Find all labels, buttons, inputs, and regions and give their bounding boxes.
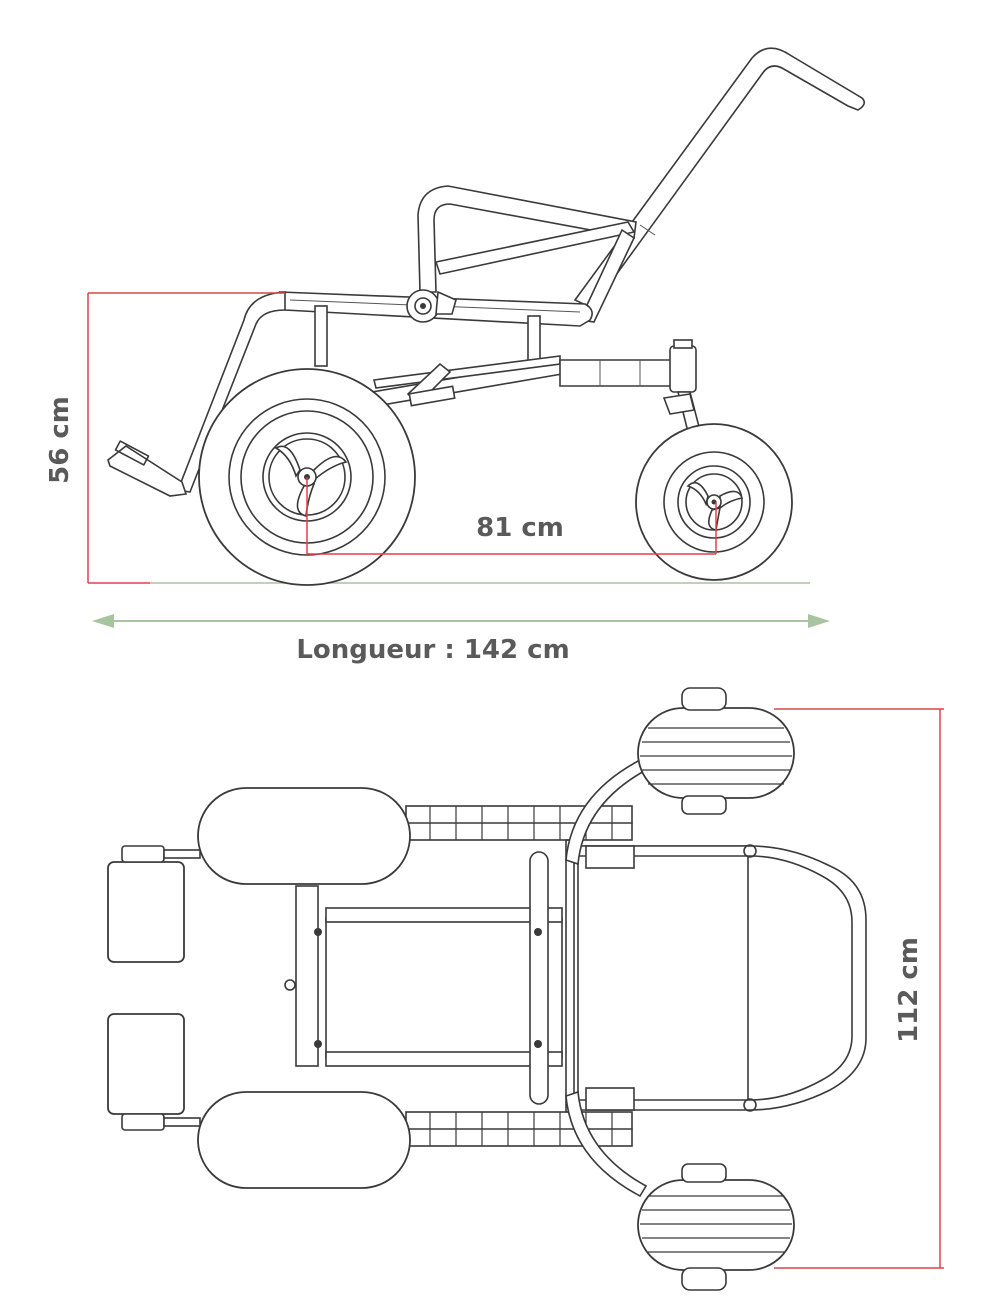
height-label: 56 cm bbox=[45, 396, 75, 484]
front-wheel-side bbox=[635, 423, 793, 581]
top-view: 112 cm bbox=[107, 687, 944, 1291]
top-frame-rails bbox=[405, 805, 633, 1147]
armrest-frame bbox=[417, 185, 637, 323]
top-caster-arms bbox=[565, 758, 648, 1198]
rear-wheel-top-upper bbox=[197, 787, 411, 885]
height-dimension bbox=[87, 292, 285, 584]
side-view: 56 cm 81 cm Longueur : 142 cm bbox=[45, 47, 866, 665]
rear-wheel-top-lower bbox=[197, 1091, 411, 1189]
length-arrow bbox=[92, 614, 830, 628]
top-seat bbox=[284, 839, 749, 1113]
width-dimension bbox=[774, 708, 944, 1269]
footplate bbox=[107, 440, 188, 497]
footrest-top-upper bbox=[107, 845, 201, 963]
width-label: 112 cm bbox=[894, 937, 924, 1043]
front-wheel-top-upper bbox=[637, 687, 795, 815]
footrest-top-lower bbox=[107, 1013, 201, 1131]
front-wheel-top-lower bbox=[637, 1163, 795, 1291]
wheelbase-dimension bbox=[306, 477, 717, 555]
length-label: Longueur : 142 cm bbox=[296, 635, 569, 665]
wheelbase-label: 81 cm bbox=[476, 513, 564, 543]
seat-hinge bbox=[406, 289, 457, 323]
top-push-handle bbox=[577, 844, 867, 1112]
